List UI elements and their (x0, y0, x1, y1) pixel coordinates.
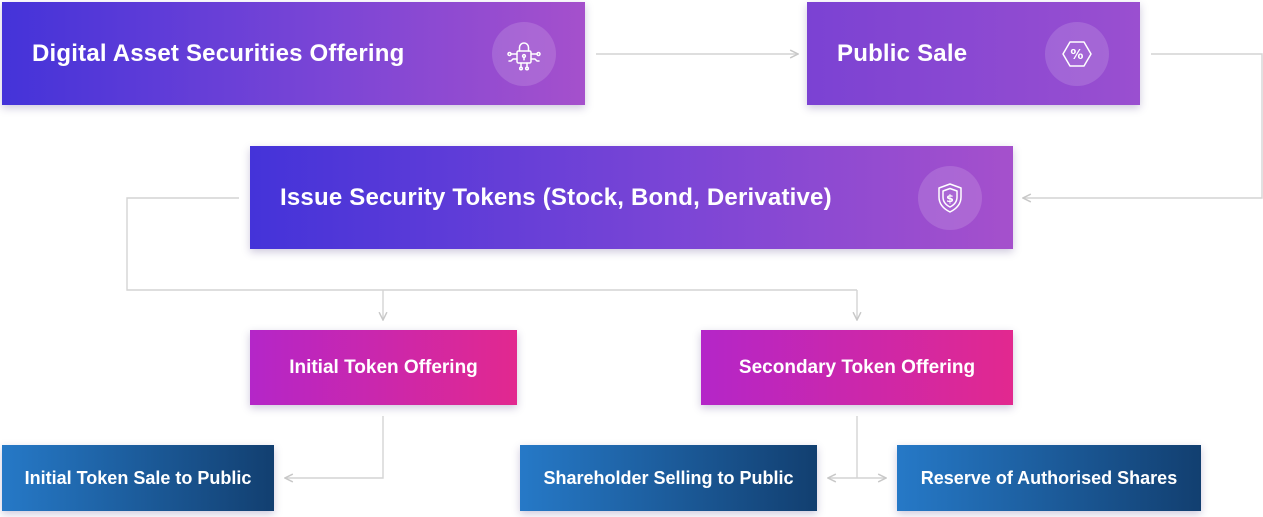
node-label: Issue Security Tokens (Stock, Bond, Deri… (280, 183, 832, 211)
node-label: Initial Token Offering (289, 356, 478, 378)
node-initial-token-sale-to-public: Initial Token Sale to Public (2, 445, 274, 511)
svg-text:%: % (1070, 48, 1083, 63)
node-label: Reserve of Authorised Shares (920, 467, 1178, 488)
arrow-ito-to-initial-sale (285, 416, 384, 478)
node-shareholder-selling-to-public: Shareholder Selling to Public (520, 445, 817, 511)
lock-circuit-icon (492, 22, 556, 86)
node-label: Public Sale (837, 39, 968, 67)
node-initial-token-offering: Initial Token Offering (250, 330, 517, 405)
node-label: Secondary Token Offering (738, 356, 976, 378)
percent-hexagon-icon: % (1045, 22, 1109, 86)
node-public-sale: Public Sale % (807, 2, 1140, 105)
arrow-public-sale-to-issue (1023, 53, 1263, 198)
svg-text:$: $ (946, 192, 954, 205)
node-digital-asset-securities-offering: Digital Asset Securities Offering (2, 2, 585, 105)
shield-dollar-icon: $ (918, 166, 982, 230)
node-label: Digital Asset Securities Offering (32, 39, 405, 67)
node-label: Initial Token Sale to Public (24, 467, 252, 488)
line-issue-branch (126, 197, 857, 291)
node-reserve-of-authorised-shares: Reserve of Authorised Shares (897, 445, 1201, 511)
node-issue-security-tokens: Issue Security Tokens (Stock, Bond, Deri… (250, 146, 1013, 249)
node-secondary-token-offering: Secondary Token Offering (701, 330, 1013, 405)
node-label: Shareholder Selling to Public (543, 467, 794, 488)
